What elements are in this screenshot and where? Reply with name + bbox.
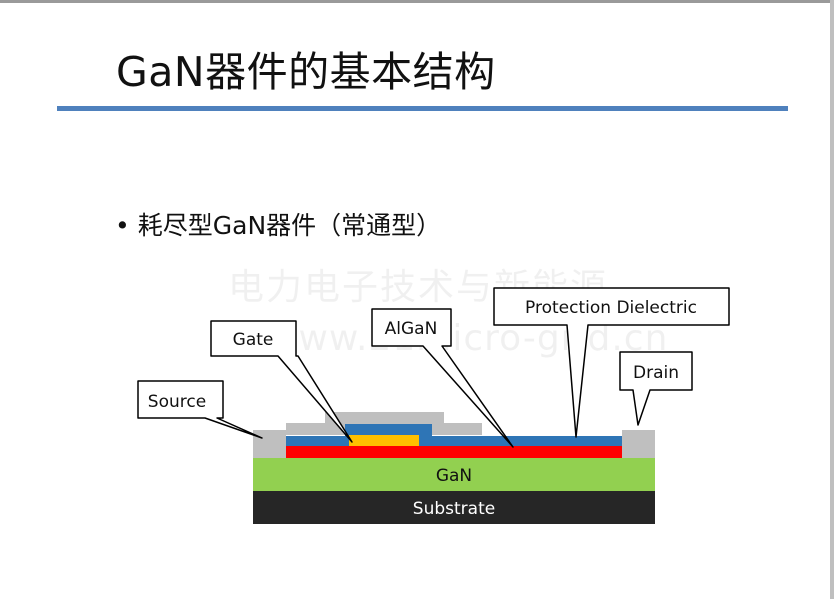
- source-callout: Source: [137, 380, 263, 439]
- gate-label: Gate: [233, 330, 274, 350]
- gan-layer: [253, 458, 655, 491]
- substrate-layer: [253, 491, 655, 524]
- gan-layer-label: GaN: [436, 466, 472, 486]
- bullet-text: 耗尽型GaN器件（常通型）: [137, 211, 442, 240]
- source-label: Source: [148, 392, 206, 412]
- slide-title: GaN器件的基本结构: [116, 48, 496, 96]
- algan-callout: AlGaN: [371, 308, 514, 448]
- window-right-border: [830, 0, 834, 599]
- drain-contact: [622, 430, 655, 458]
- protection-dielectric-callout: Protection Dielectric: [493, 287, 730, 438]
- title-underline: [57, 106, 788, 111]
- algan-label: AlGaN: [385, 319, 438, 339]
- gate-callout: Gate: [210, 320, 353, 443]
- protection-dielectric-label: Protection Dielectric: [525, 298, 697, 318]
- drain-callout: Drain: [619, 351, 693, 426]
- substrate-layer-label: Substrate: [413, 499, 495, 519]
- gate-metal: [349, 435, 419, 446]
- source-contact: [253, 430, 286, 458]
- bullet-item: •耗尽型GaN器件（常通型）: [115, 206, 441, 242]
- algan-layer: [286, 446, 622, 458]
- bullet-dot-icon: •: [115, 211, 130, 240]
- window-top-border: [0, 0, 834, 3]
- drain-label: Drain: [633, 363, 679, 383]
